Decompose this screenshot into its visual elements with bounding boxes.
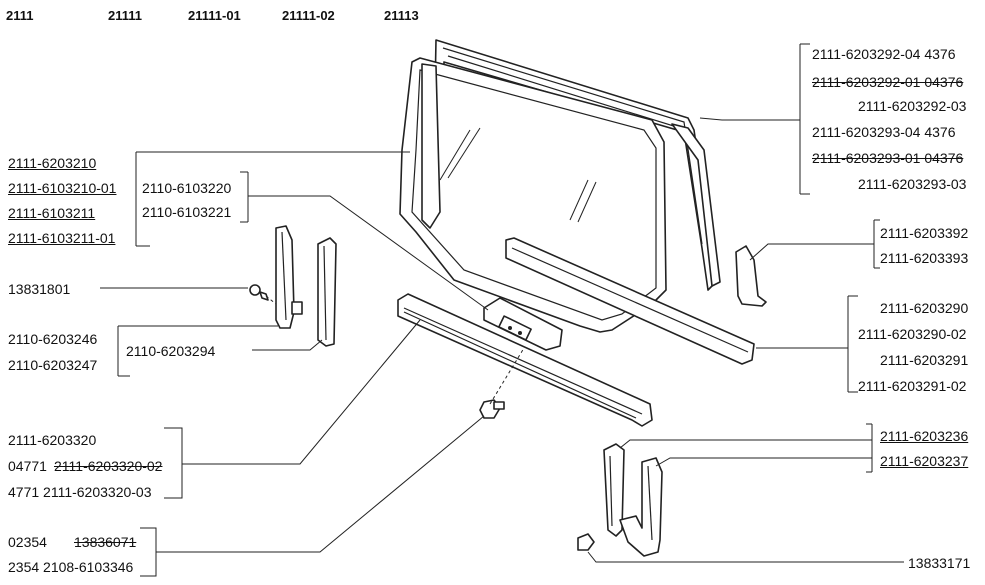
label-clip: 13831801 bbox=[8, 281, 71, 297]
clip bbox=[249, 284, 269, 301]
label-rear-channel-1: 2111-6203236 bbox=[880, 428, 969, 444]
label-door-frame-seal-3: 2111-6203292-03 bbox=[858, 98, 967, 114]
label-window-seal-4: 2111-6203291-02 bbox=[858, 378, 967, 394]
label-corner-piece-2: 2111-6203393 bbox=[880, 250, 969, 266]
inner-frame-seal bbox=[421, 63, 441, 229]
rear-guide bbox=[317, 237, 337, 347]
label-door-frame-seal-5: 2111-6203293-01 04376 bbox=[812, 150, 964, 166]
label-bolt-1: 02354 bbox=[8, 534, 47, 550]
model-21111-01: 21111-01 bbox=[188, 8, 241, 23]
bolt bbox=[479, 399, 505, 419]
model-21111-02: 21111-02 bbox=[282, 8, 335, 23]
door-glass bbox=[399, 57, 667, 333]
rear-channel-right bbox=[619, 457, 663, 557]
model-21111: 21111 bbox=[108, 8, 142, 23]
label-rear-guide: 2110-6203294 bbox=[126, 343, 216, 359]
window-belt-seal bbox=[505, 237, 755, 365]
label-front-guide-1: 2110-6203246 bbox=[8, 331, 98, 347]
rear-channel-left bbox=[603, 443, 625, 537]
label-glass-1: 2111-6203210 bbox=[8, 155, 97, 171]
rear-bolt bbox=[577, 533, 595, 551]
model-2111: 2111 bbox=[6, 8, 34, 23]
label-window-seal-3: 2111-6203291 bbox=[880, 352, 969, 368]
label-glass-holder-1: 2110-6103220 bbox=[142, 180, 232, 196]
label-glass-holder-2: 2110-6103221 bbox=[142, 204, 232, 220]
label-rear-bolt: 13833171 bbox=[908, 555, 971, 571]
label-corner-piece-1: 2111-6203392 bbox=[880, 225, 969, 241]
label-glass-3: 2111-6103211 bbox=[8, 205, 96, 221]
label-glass-4: 2111-6103211-01 bbox=[8, 230, 116, 246]
label-window-seal-2: 2111-6203290-02 bbox=[858, 326, 967, 342]
label-channel-4: 4771 2111-6203320-03 bbox=[8, 484, 152, 500]
model-21113: 21113 bbox=[384, 8, 419, 23]
front-guide bbox=[275, 225, 295, 329]
label-channel-2: 04771 bbox=[8, 458, 47, 474]
label-door-frame-seal-6: 2111-6203293-03 bbox=[858, 176, 967, 192]
label-front-guide-2: 2110-6203247 bbox=[8, 357, 98, 373]
lower-channel bbox=[397, 293, 653, 427]
label-channel-1: 2111-6203320 bbox=[8, 432, 97, 448]
label-channel-3: 2111-6203320-02 bbox=[54, 458, 163, 474]
label-bolt-3: 2354 2108-6103346 bbox=[8, 559, 134, 575]
label-glass-2: 2111-6103210-01 bbox=[8, 180, 117, 196]
label-bolt-2: 13836071 bbox=[74, 534, 137, 550]
label-door-frame-seal-1: 2111-6203292-04 4376 bbox=[812, 46, 956, 62]
label-window-seal-1: 2111-6203290 bbox=[880, 300, 969, 316]
corner-piece bbox=[735, 245, 767, 307]
label-door-frame-seal-2: 2111-6203292-01 04376 bbox=[812, 74, 964, 90]
label-rear-channel-2: 2111-6203237 bbox=[880, 453, 969, 469]
label-door-frame-seal-4: 2111-6203293-04 4376 bbox=[812, 124, 956, 140]
glass-holder bbox=[483, 297, 563, 351]
